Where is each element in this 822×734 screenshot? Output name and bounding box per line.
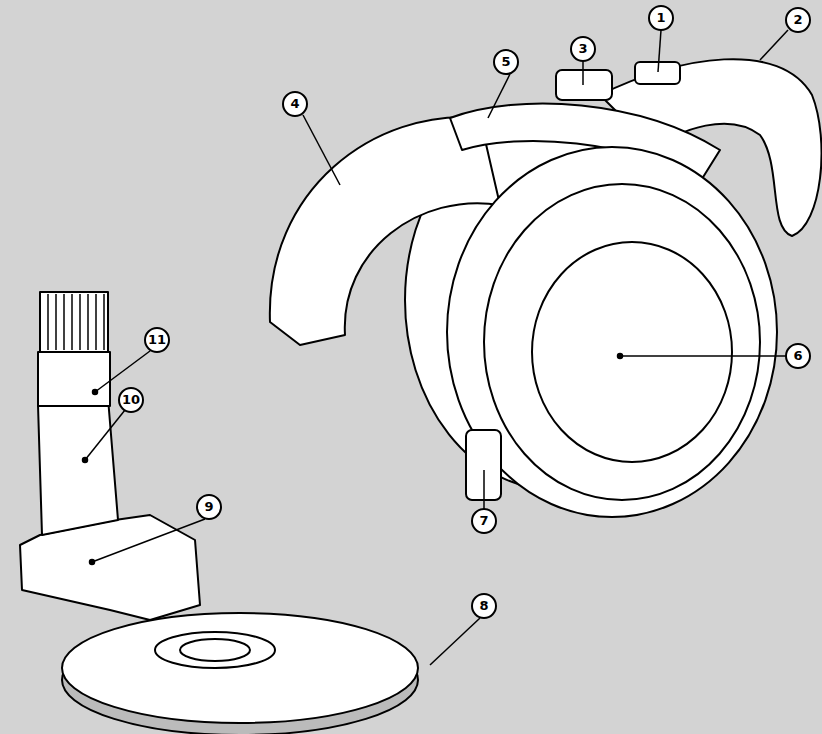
front-ring [484, 184, 760, 500]
base-disc [62, 613, 418, 723]
leader-lines [83, 30, 789, 665]
base-socket [155, 632, 275, 668]
front-disc [447, 147, 777, 517]
callout-number: 7 [471, 508, 497, 534]
callout-number: 11 [144, 327, 170, 353]
callout-number: 3 [570, 36, 596, 62]
tube [38, 398, 118, 535]
callout-number: 4 [282, 91, 308, 117]
power-button [556, 70, 612, 100]
callout-number: 10 [118, 387, 144, 413]
callout-number: 8 [471, 593, 497, 619]
dust-cover [532, 242, 732, 462]
callout-number: 5 [493, 49, 519, 75]
brush-head [38, 352, 110, 406]
callout-number: 6 [785, 343, 811, 369]
bristles [40, 292, 108, 352]
small-button [635, 62, 680, 84]
callout-number: 1 [648, 5, 674, 31]
base-socket-inner [180, 639, 250, 661]
callout-number: 2 [785, 7, 811, 33]
callout-number: 9 [196, 494, 222, 520]
